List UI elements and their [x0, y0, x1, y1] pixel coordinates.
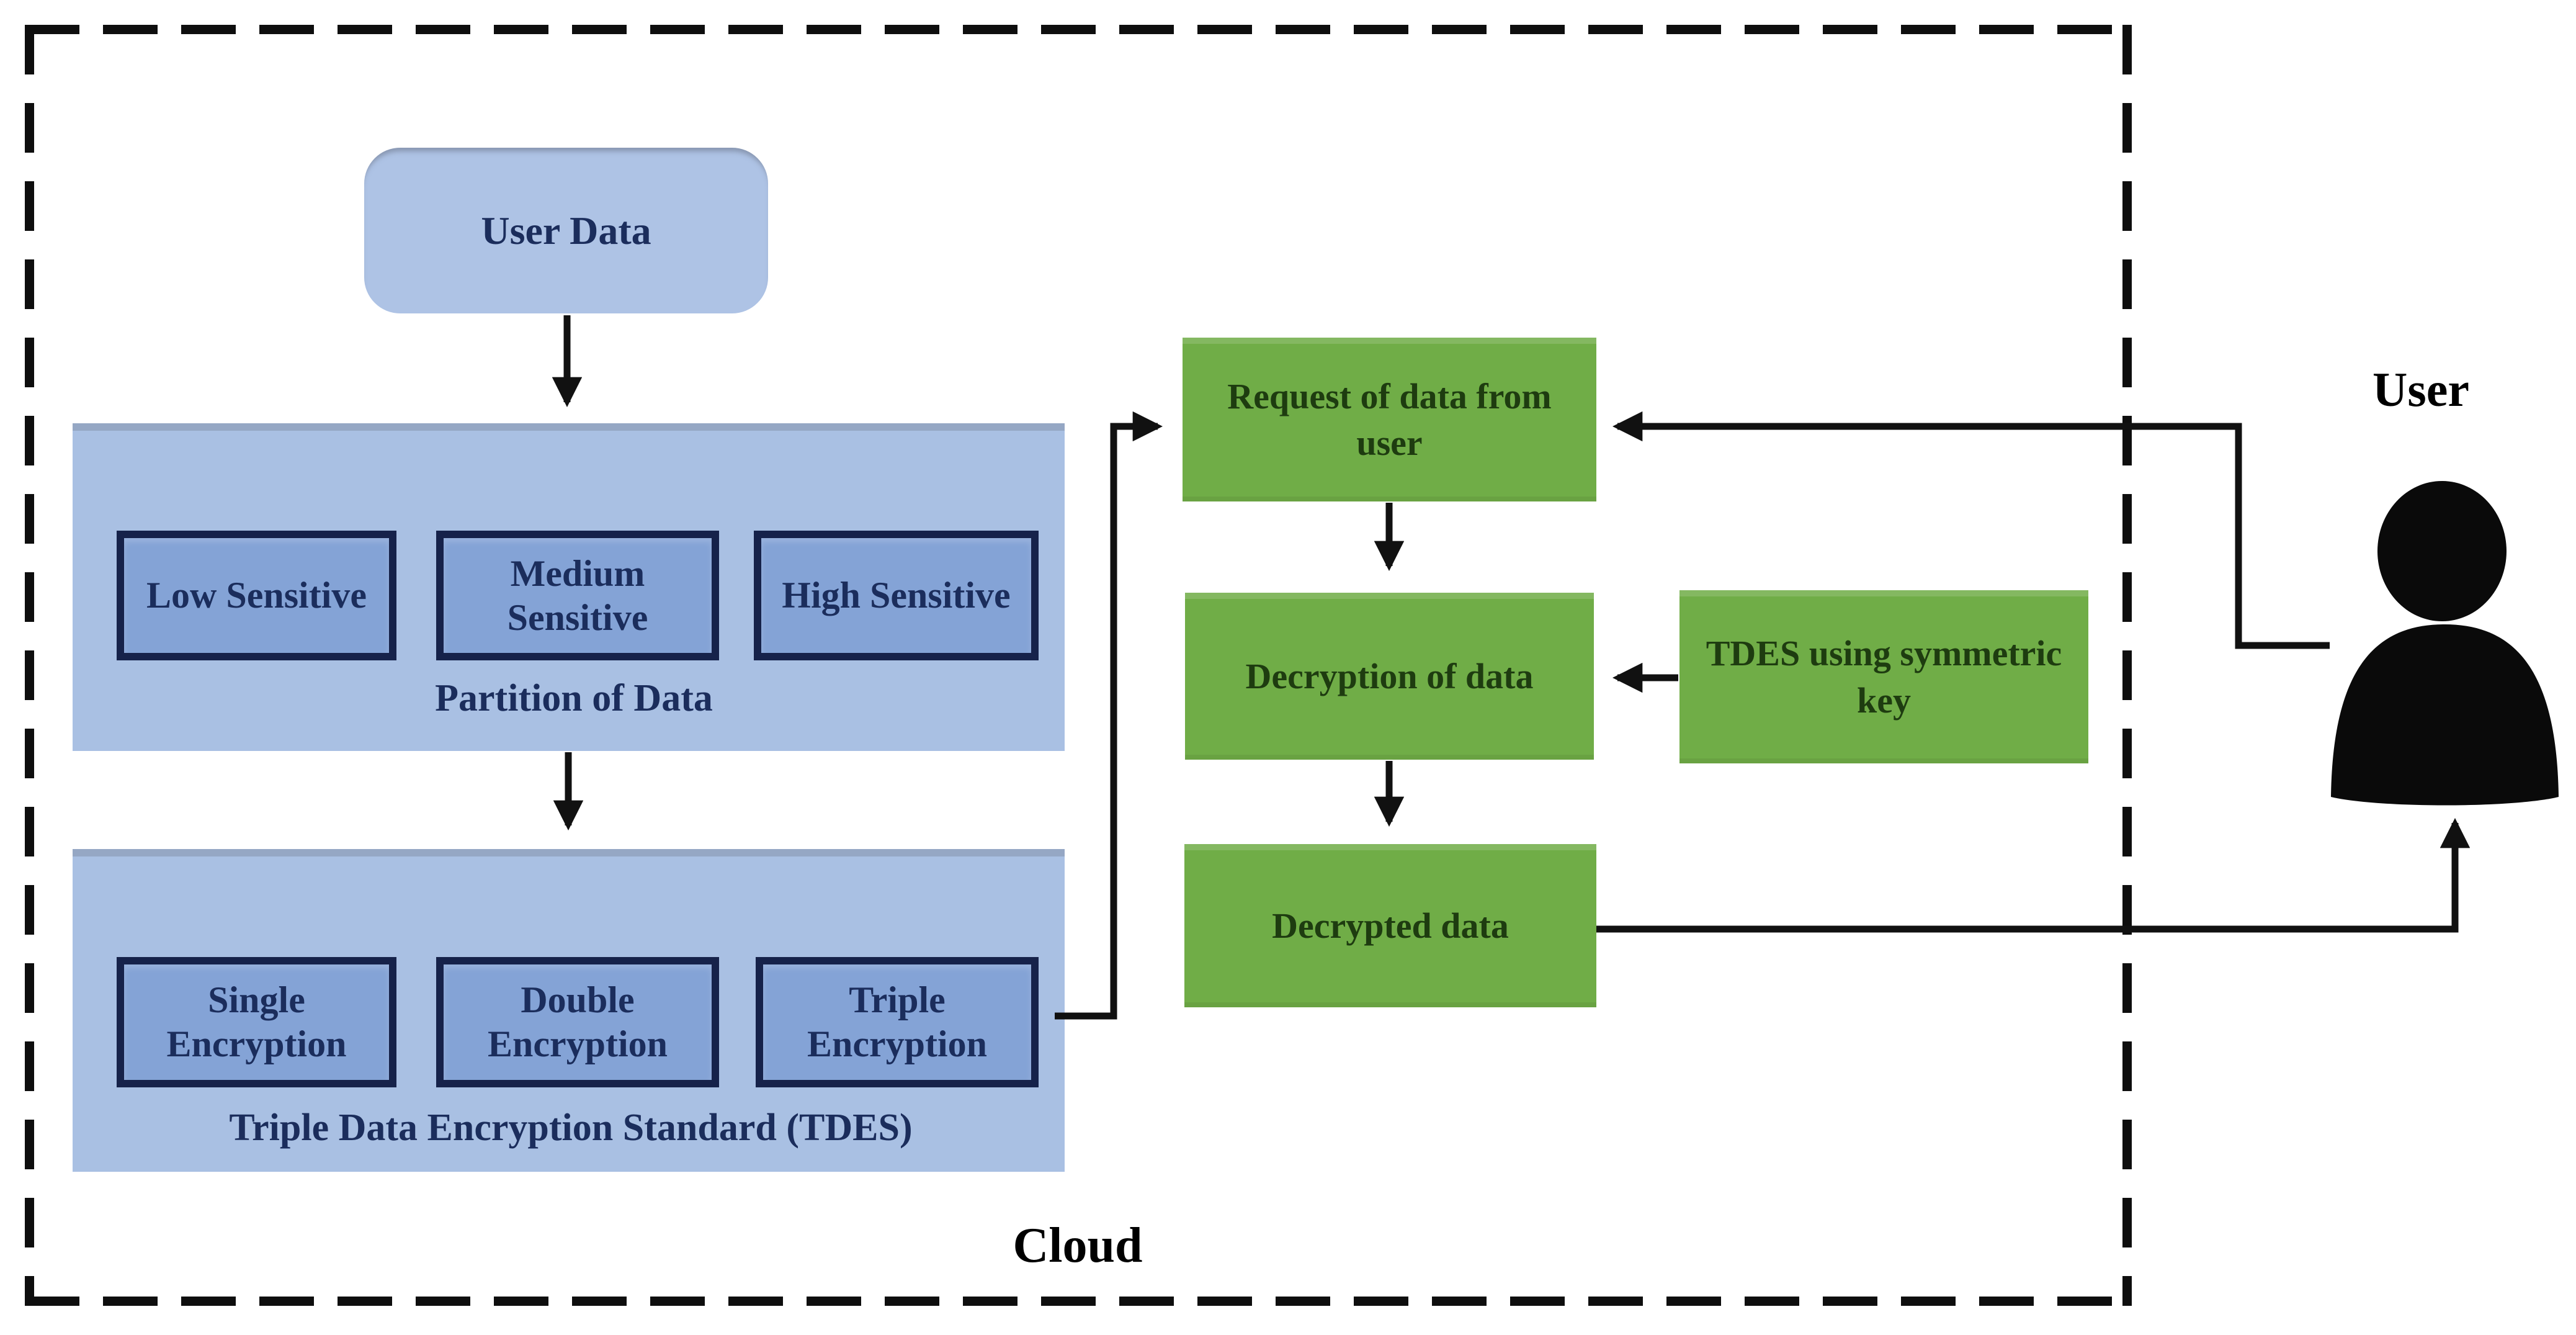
user-icon-body	[2331, 624, 2559, 806]
partition-item-low-sensitive: Low Sensitive	[117, 531, 396, 660]
double-encryption-label: Double Encryption	[487, 979, 668, 1064]
user-data-box: User Data	[364, 148, 768, 313]
decrypted-data-box: Decrypted data	[1184, 844, 1596, 1007]
tdes-item-triple-encryption: Triple Encryption	[756, 957, 1039, 1087]
tdes-symmetric-key-box: TDES using symmetric key	[1679, 590, 2088, 763]
high-sensitive-label: High Sensitive	[782, 575, 1011, 616]
medium-sensitive-label: Medium Sensitive	[507, 552, 648, 638]
partition-item-medium-sensitive: Medium Sensitive	[436, 531, 719, 660]
user-icon-head	[2377, 481, 2507, 621]
request-of-data-label: Request of data from user	[1227, 375, 1552, 463]
tdes-item-single-encryption: Single Encryption	[117, 957, 396, 1087]
cloud-label: Cloud	[1013, 1218, 1143, 1273]
low-sensitive-label: Low Sensitive	[146, 575, 367, 616]
decryption-of-data-label: Decryption of data	[1245, 655, 1534, 696]
cloud-boundary-top	[25, 25, 2132, 34]
cloud-boundary-bottom	[25, 1297, 2132, 1306]
cloud-boundary-left	[25, 25, 34, 1306]
connector-tdes-to-request	[1055, 411, 1163, 1020]
tdes-item-double-encryption: Double Encryption	[436, 957, 719, 1087]
user-icon	[2331, 481, 2559, 806]
cloud-boundary-right	[2122, 25, 2132, 1306]
user-data-label: User Data	[481, 208, 651, 253]
tdes-symmetric-key-label: TDES using symmetric key	[1706, 633, 2062, 721]
partition-title: Partition of Data	[435, 677, 713, 719]
tdes-title: Triple Data Encryption Standard (TDES)	[229, 1107, 913, 1149]
connector-decrypted-to-user	[1596, 817, 2471, 933]
decrypted-data-label: Decrypted data	[1272, 905, 1509, 946]
triple-encryption-label: Triple Encryption	[807, 979, 988, 1064]
decryption-of-data-box: Decryption of data	[1185, 593, 1594, 760]
single-encryption-label: Single Encryption	[166, 979, 347, 1064]
user-label: User	[2373, 362, 2469, 416]
partition-item-high-sensitive: High Sensitive	[754, 531, 1039, 660]
request-of-data-box: Request of data from user	[1183, 338, 1596, 501]
